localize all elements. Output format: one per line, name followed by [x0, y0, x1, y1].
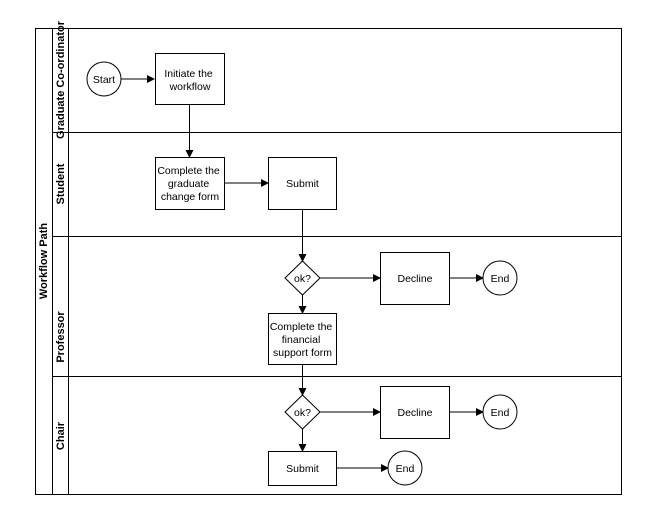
initiate-label-line2: workflow — [169, 81, 211, 93]
lane-label-student: Student — [55, 163, 67, 204]
complete-change-form-task: Complete the graduate change form — [155, 157, 225, 210]
end-professor-label: End — [491, 273, 510, 285]
decline-chair-label: Decline — [397, 407, 432, 419]
lane-label-professor: Professor — [55, 311, 67, 363]
svg-text:Complete the financial: Complete the financial support form — [270, 321, 335, 359]
submit-student-task: Submit — [268, 157, 337, 210]
complete-financial-line1: Complete the — [270, 321, 333, 333]
complete-financial-line2: financial — [282, 334, 321, 346]
submit-student-label: Submit — [286, 178, 319, 190]
end-chair-decline-node: End — [482, 394, 518, 430]
submit-chair-task: Submit — [268, 451, 337, 486]
start-node: Start — [86, 61, 122, 97]
svg-text:Complete the graduate: Complete the graduate change form — [157, 165, 222, 203]
end-chair-submit-node: End — [387, 450, 423, 486]
complete-change-line2: graduate — [168, 178, 210, 190]
svg-text:Initiate the workflow: Initiate the workflow — [164, 68, 215, 93]
ok-professor-label: ok? — [294, 273, 311, 285]
pool-frame — [35, 28, 622, 495]
end-professor-node: End — [482, 260, 518, 296]
start-label: Start — [93, 74, 115, 86]
initiate-workflow-task: Initiate the workflow — [155, 53, 225, 105]
complete-change-line3: change form — [161, 191, 220, 203]
lane-label-chair: Chair — [55, 421, 67, 450]
initiate-label-line1: Initiate the — [164, 68, 213, 80]
complete-change-line1: Complete the — [157, 165, 220, 177]
submit-chair-label: Submit — [286, 463, 319, 475]
decline-chair-task: Decline — [380, 386, 450, 439]
complete-financial-form-task: Complete the financial support form — [268, 313, 337, 365]
pool-label: Workflow Path — [38, 223, 50, 299]
decline-professor-task: Decline — [380, 252, 450, 305]
end-chair-decline-label: End — [491, 407, 510, 419]
end-chair-submit-label: End — [396, 463, 415, 475]
decline-professor-label: Decline — [397, 273, 432, 285]
lane-label-coordinator: Graduate Co-ordinator — [55, 20, 67, 139]
complete-financial-line3: support form — [273, 347, 332, 359]
ok-chair-gateway: ok? — [284, 394, 321, 430]
ok-professor-gateway: ok? — [284, 260, 321, 296]
ok-chair-label: ok? — [294, 407, 311, 419]
